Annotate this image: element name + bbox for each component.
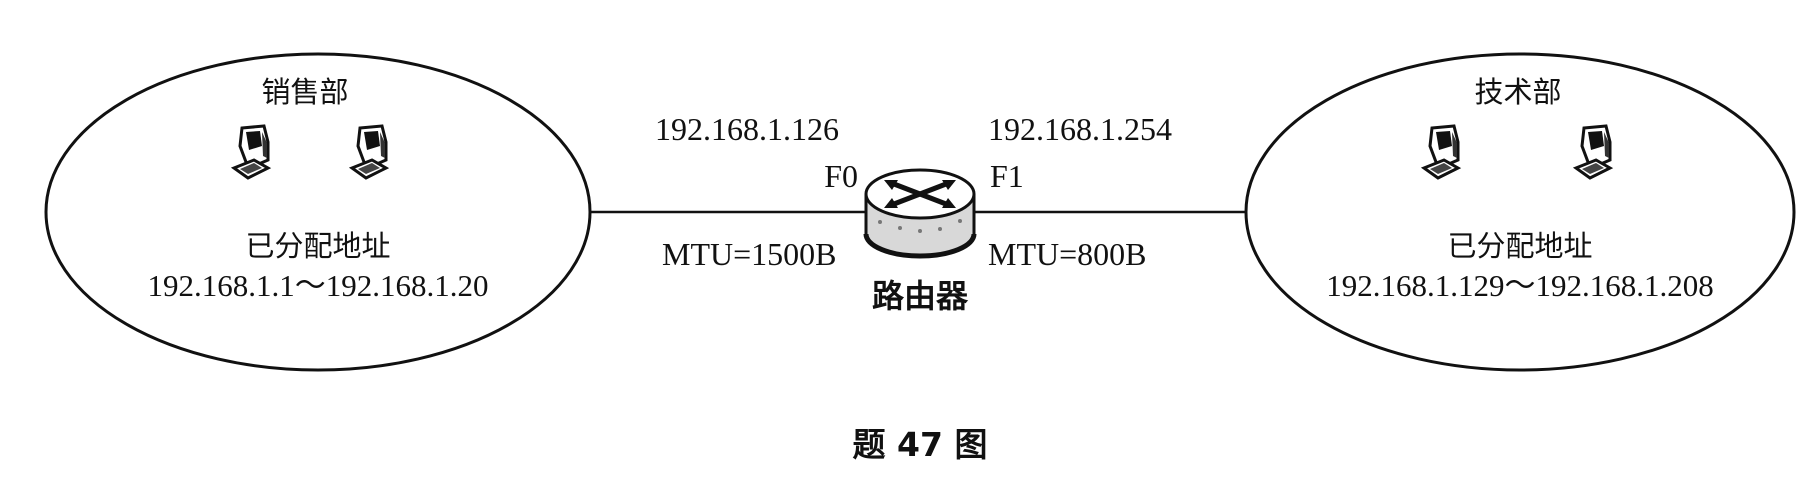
figure-caption: 题 47 图 [852, 425, 988, 464]
f1-ip-address: 192.168.1.254 [988, 111, 1172, 147]
pc-icon [1422, 124, 1460, 180]
f0-ip-address: 192.168.1.126 [655, 111, 839, 147]
f1-port-label: F1 [990, 158, 1024, 194]
tech-department-name: 技术部 [1474, 75, 1562, 109]
sales-assigned-label: 已分配地址 [245, 229, 391, 263]
pc-icon [1574, 124, 1612, 180]
router-name: 路由器 [871, 277, 969, 315]
f0-mtu: MTU=1500B [662, 236, 837, 272]
router-icon [863, 168, 977, 259]
sales-department-name: 销售部 [261, 75, 349, 109]
tech-address-range: 192.168.1.129～192.168.1.208 [1326, 268, 1714, 303]
pc-icon [232, 124, 270, 180]
pc-icon [350, 124, 388, 180]
f0-port-label: F0 [824, 158, 858, 194]
f1-mtu: MTU=800B [988, 236, 1147, 272]
sales-address-range: 192.168.1.1～192.168.1.20 [147, 268, 489, 303]
tech-assigned-label: 已分配地址 [1447, 229, 1593, 263]
